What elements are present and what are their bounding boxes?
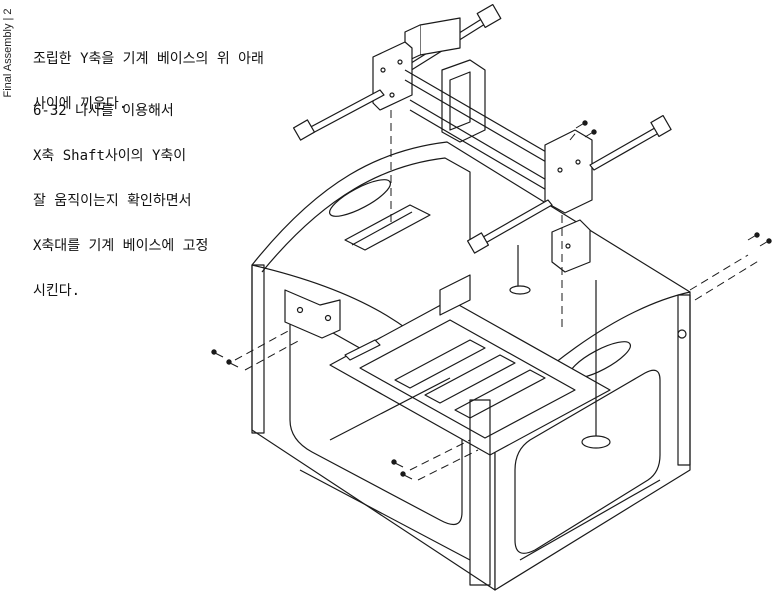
guide-line bbox=[694, 259, 761, 301]
machine-base bbox=[251, 141, 691, 591]
right-end-plate bbox=[544, 129, 593, 214]
y-rail bbox=[404, 69, 561, 161]
screw bbox=[226, 359, 239, 368]
guide-line bbox=[409, 439, 471, 471]
y-rail bbox=[404, 79, 561, 171]
assembly-guide-lines bbox=[234, 110, 761, 481]
inner-plate bbox=[439, 274, 471, 316]
corner-post bbox=[251, 264, 265, 434]
bottom-rail-right bbox=[519, 479, 661, 561]
floor-rib-1 bbox=[394, 339, 486, 389]
plate-bolt bbox=[575, 159, 581, 165]
rod-end-block bbox=[292, 119, 316, 141]
screw bbox=[759, 238, 772, 247]
left-end-plate bbox=[372, 41, 413, 111]
back-wall-top-edge bbox=[251, 141, 691, 293]
y-rail bbox=[409, 109, 556, 196]
screw bbox=[575, 120, 588, 129]
plate-bolt bbox=[565, 243, 571, 249]
screw bbox=[400, 471, 413, 480]
plate-bolt bbox=[557, 167, 563, 173]
plate-bolt bbox=[380, 67, 386, 73]
back-handle-slot bbox=[329, 179, 391, 217]
corner-post bbox=[469, 399, 491, 586]
floor-rib-2 bbox=[424, 354, 516, 404]
instruction-step-1: 조립한 Y축을 기계 베이스의 위 아래 사이에 끼운다. bbox=[33, 22, 264, 142]
back-wall-slot bbox=[344, 204, 431, 251]
guide-line bbox=[689, 254, 749, 291]
bottom-rail-back bbox=[329, 377, 451, 441]
instruction-line: X축대를 기계 베이스에 고정 bbox=[33, 238, 209, 254]
right-panel-opening bbox=[514, 369, 661, 554]
guide-line bbox=[234, 329, 291, 361]
x-shaft-left bbox=[304, 89, 385, 136]
z-rod-base bbox=[581, 435, 611, 449]
instruction-line: 시킨다. bbox=[33, 283, 81, 299]
corner-post bbox=[677, 294, 691, 466]
instruction-line: 조립한 Y축을 기계 베이스의 위 아래 bbox=[33, 51, 264, 67]
instruction-line: 잘 움직이는지 확인하면서 bbox=[33, 193, 192, 209]
screws bbox=[211, 120, 772, 480]
plate-bolt bbox=[397, 59, 403, 65]
rod-end-block bbox=[476, 3, 502, 29]
guide-line bbox=[569, 129, 579, 141]
back-wall-slot-detail bbox=[351, 211, 413, 246]
mount-hole bbox=[677, 329, 687, 339]
bottom-rail-left bbox=[299, 469, 471, 561]
screw bbox=[391, 459, 404, 468]
instruction-line: 6-32 나사를 이용해서 bbox=[33, 103, 174, 119]
z-rod-base bbox=[509, 285, 531, 295]
instruction-step-2: 6-32 나사를 이용해서 X축 Shaft사이의 Y축이 잘 움직이는지 확인… bbox=[33, 74, 208, 329]
screw bbox=[211, 349, 224, 358]
lower-bracket bbox=[551, 219, 591, 273]
stepper-motor bbox=[419, 17, 461, 56]
y-axis-carriage bbox=[292, 3, 672, 273]
guide-line bbox=[417, 449, 479, 481]
back-wall-inner bbox=[261, 157, 471, 273]
carriage-face bbox=[449, 71, 471, 131]
inner-plate bbox=[344, 339, 381, 361]
instruction-line: 사이에 끼운다. bbox=[33, 96, 128, 112]
floor-rib-3 bbox=[454, 369, 546, 419]
screw bbox=[584, 129, 597, 138]
x-shaft-lower bbox=[477, 199, 553, 246]
x-shaft-right bbox=[589, 124, 665, 171]
screw bbox=[747, 232, 760, 241]
rod-end-block bbox=[466, 232, 490, 254]
guide-line bbox=[244, 339, 301, 371]
instruction-line: X축 Shaft사이의 Y축이 bbox=[33, 148, 187, 164]
front-left-bracket bbox=[284, 289, 341, 339]
rod-end-block bbox=[650, 114, 672, 138]
bracket-hole bbox=[324, 314, 332, 322]
bracket-hole bbox=[296, 306, 304, 314]
plate-bolt bbox=[389, 92, 395, 98]
y-rail bbox=[409, 99, 556, 186]
